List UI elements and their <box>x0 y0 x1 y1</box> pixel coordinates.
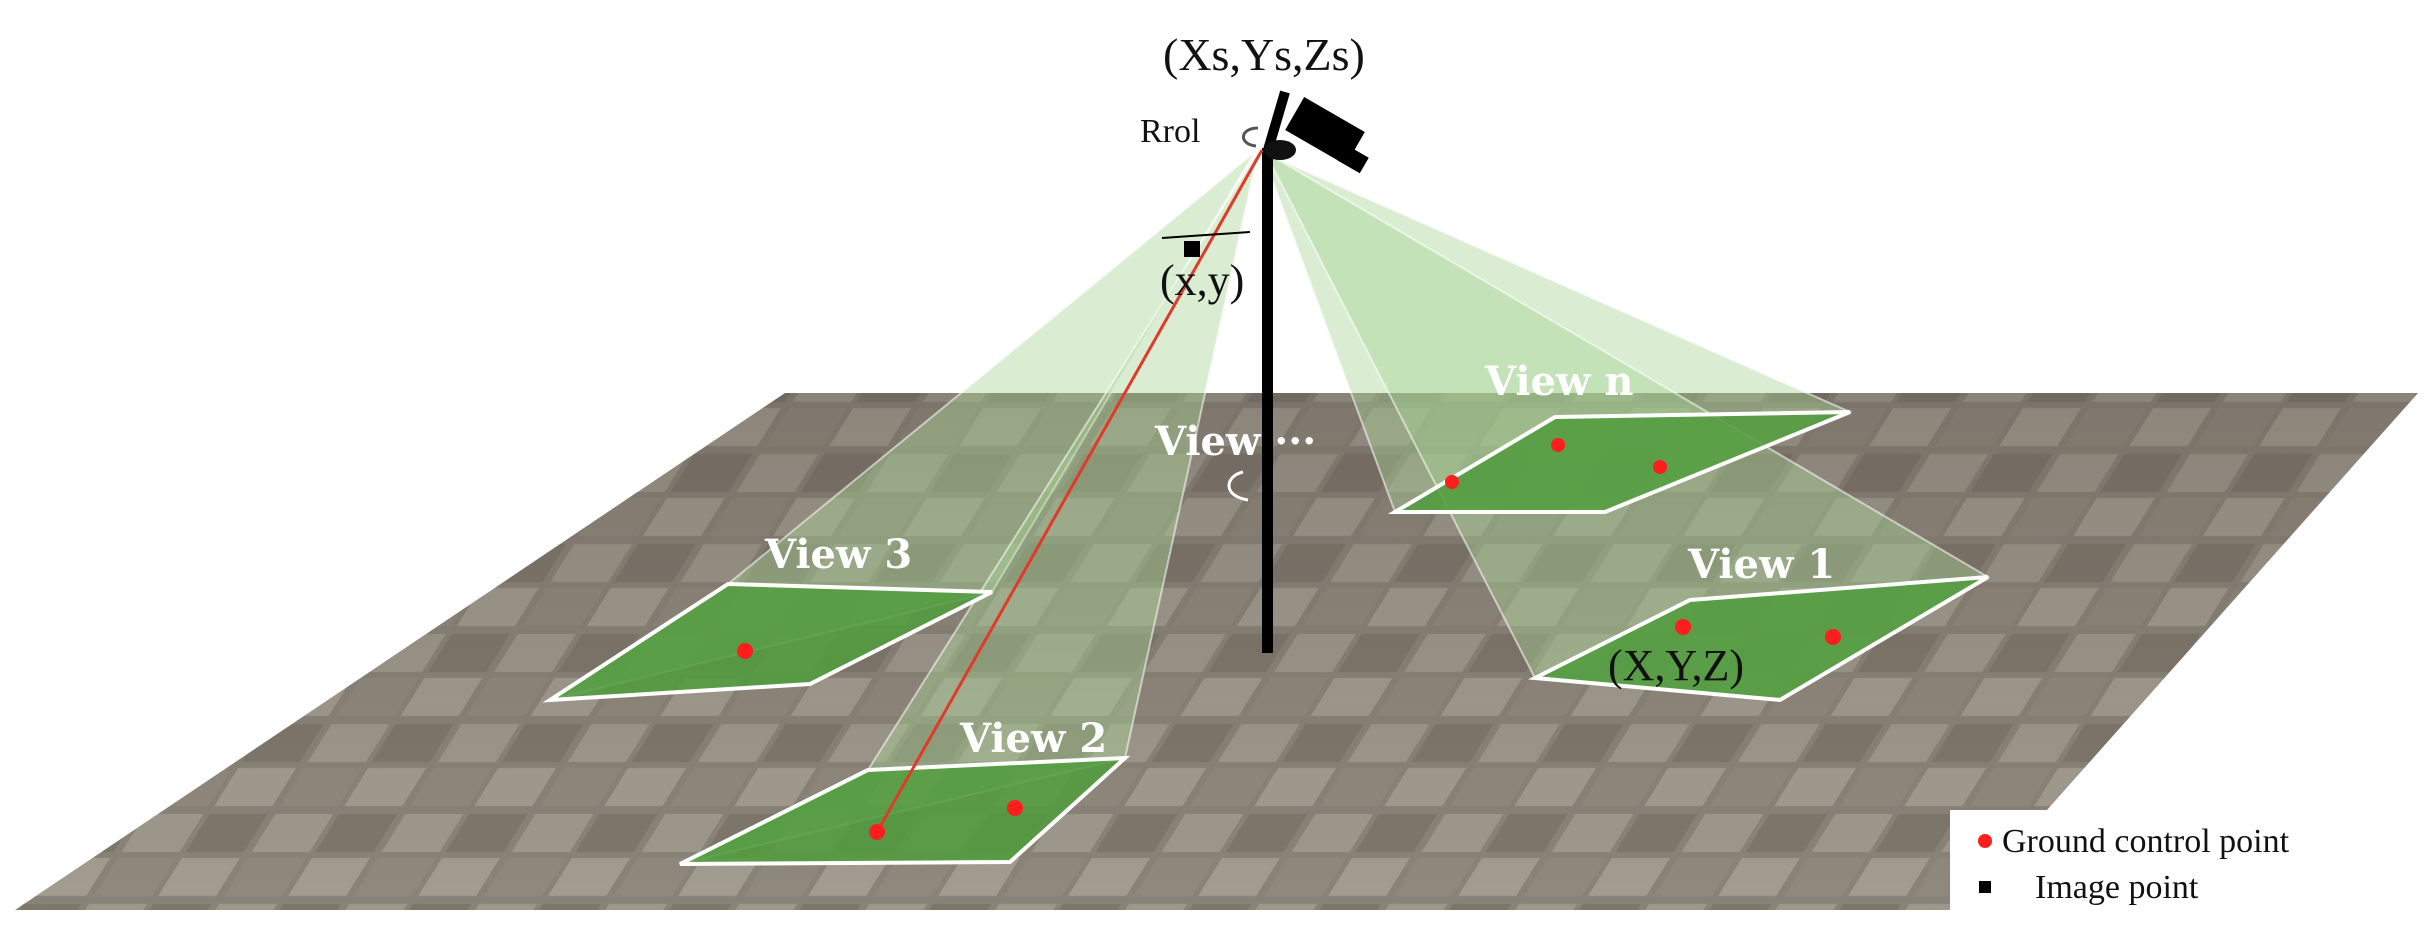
view-3-label: View 3 <box>764 531 912 578</box>
view-2-label: View 2 <box>959 715 1107 762</box>
view-1-label: View 1 <box>1687 541 1835 588</box>
ground-control-point <box>1825 629 1841 645</box>
ground-control-point <box>1675 619 1691 635</box>
legend: Ground control point Image point <box>1950 810 2430 920</box>
footprint-view-3 <box>542 581 993 703</box>
footprint-view-1 <box>1527 575 1990 703</box>
ground-control-point <box>1007 800 1023 816</box>
view-footprints <box>542 410 1990 866</box>
ground-control-point <box>869 824 885 840</box>
view-n-label: View n <box>1484 358 1633 405</box>
image-point-marker <box>1184 241 1200 257</box>
rotation-label: Rrol <box>1140 113 1200 150</box>
rotation-arc-icon <box>1227 470 1249 502</box>
legend-box <box>1950 810 2430 920</box>
ground-control-point <box>1551 438 1565 452</box>
ground-control-point <box>737 643 753 659</box>
projection-ray <box>875 149 1264 833</box>
footprint-view-2 <box>679 755 1131 866</box>
ground-plane <box>15 393 2418 910</box>
ground-control-point <box>1653 460 1667 474</box>
camera-icon <box>1263 90 1369 174</box>
ground-point-label: (X,Y,Z) <box>1608 641 1744 690</box>
image-plane-tick <box>1161 231 1251 239</box>
view-dots-label: View ··· <box>1154 418 1316 465</box>
legend-image-point-swatch <box>1979 881 1991 893</box>
ground-control-point <box>1445 475 1459 489</box>
ground-control-points <box>737 438 1841 840</box>
rotation-arc-icon <box>1242 126 1259 148</box>
image-point-label: (x,y) <box>1160 256 1244 305</box>
camera-position-label: (Xs,Ys,Zs) <box>1163 29 1365 80</box>
legend-image-point-label: Image point <box>2035 869 2199 906</box>
camera-pole <box>1262 148 1273 653</box>
legend-ground-control-point-swatch <box>1978 834 1992 848</box>
legend-ground-control-point-label: Ground control point <box>2002 823 2290 860</box>
